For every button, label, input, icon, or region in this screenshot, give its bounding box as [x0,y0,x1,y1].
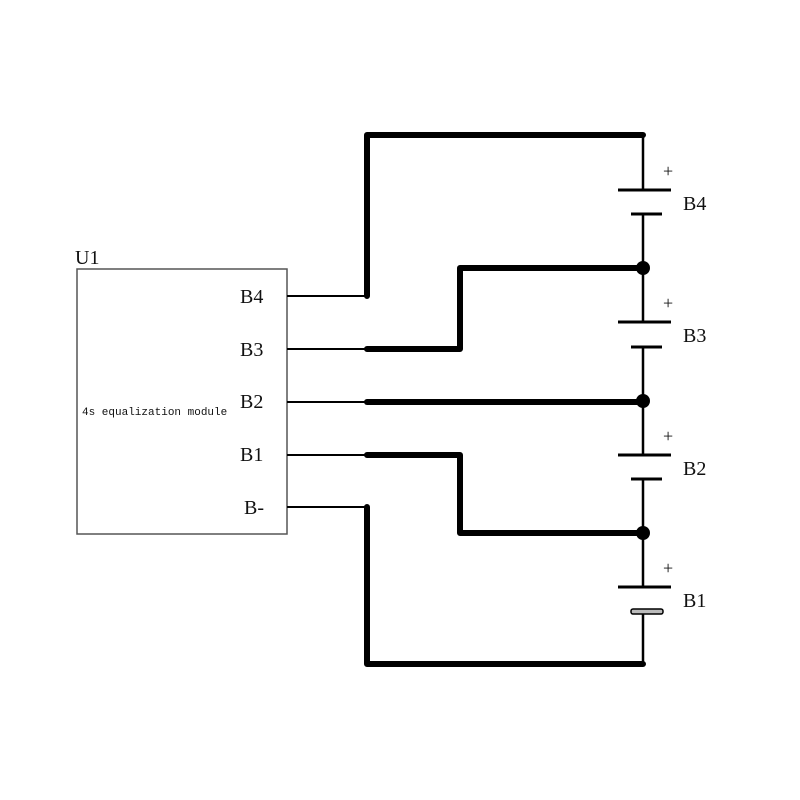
battery-b4: + B4 [618,161,706,216]
battery-b1-negative-plate [630,608,664,615]
battery-b3: + B3 [618,293,706,349]
module-designator: U1 [75,247,99,269]
junction-dot-b2-b1 [636,526,650,540]
pin-leads [287,295,367,508]
module-box [76,268,288,535]
battery-b4-label: B4 [683,193,706,215]
junction-dot-b3-b2 [636,394,650,408]
wire-bneg [364,504,646,667]
wire-b3 [364,265,646,352]
pin-label-b4: B4 [240,286,263,308]
pin-label-b1: B1 [240,444,263,466]
junction-dot-b4-b3 [636,261,650,275]
battery-b2-plus: + [663,426,673,446]
module-u1: U1 4s equalization module B4 B3 B2 B1 B- [75,247,288,535]
battery-b4-plus: + [663,161,673,181]
pin-label-b3: B3 [240,339,263,361]
module-description: 4s equalization module [82,407,227,419]
battery-b2-label: B2 [683,458,706,480]
battery-b1-label: B1 [683,590,706,612]
pin-label-bneg: B- [244,497,264,519]
wire-b1 [364,452,646,536]
wire-b4 [364,132,646,299]
pin-label-b2: B2 [240,391,263,413]
battery-b1: + B1 [618,558,706,615]
battery-b1-plus: + [663,558,673,578]
battery-b3-plus: + [663,293,673,313]
junctions [636,261,650,540]
battery-b2: + B2 [618,426,706,481]
thick-wires [364,132,646,667]
battery-b3-label: B3 [683,325,706,347]
